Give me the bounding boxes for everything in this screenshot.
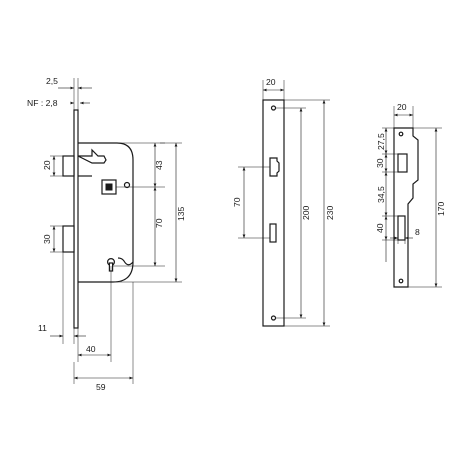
dim-faceplate-inner-length: 200 (276, 107, 311, 319)
dim-strike-depth: 8 (390, 227, 420, 244)
dim-handle-to-key: 70 (113, 187, 165, 267)
strike-plate: 20 27,5 30 34,5 40 8 (375, 102, 446, 288)
strike-plate-outline (393, 127, 419, 288)
dim-label-70-faceplate: 70 (232, 197, 242, 207)
dim-strike-stack: 27,5 30 34,5 40 (375, 127, 398, 262)
dim-label-70-body: 70 (154, 218, 164, 228)
lock-faceplate (73, 109, 79, 329)
keyhole (106, 257, 134, 272)
dim-label-20-strike: 20 (397, 102, 407, 112)
lock-body: 2,5 NF : 2,8 20 30 43 (27, 76, 186, 392)
strike-bolt-opening (397, 215, 406, 241)
faceplate-outline (262, 99, 285, 327)
dim-label-170: 170 (436, 201, 446, 216)
dim-nf: NF : 2,8 (27, 98, 90, 108)
dim-strike-total-length: 170 (408, 127, 446, 288)
dim-body-depth: 59 (73, 282, 134, 392)
dim-label-40-backset: 40 (86, 344, 96, 354)
dead-bolt (62, 225, 75, 253)
dim-label-11: 11 (38, 323, 47, 333)
dim-backset: 40 (77, 266, 112, 362)
dim-handle-offset: 43 (116, 142, 165, 188)
dim-bolt-height: 30 (42, 225, 63, 253)
dim-label-20-latch: 20 (42, 160, 52, 170)
dim-label-30-bolt: 30 (42, 234, 52, 244)
faceplate-latch-cutout (269, 157, 280, 177)
dim-faceplate-width: 20 (262, 77, 285, 100)
faceplate-bolt-cutout (269, 223, 277, 243)
dim-body-height: 135 (113, 142, 186, 283)
dim-label-59: 59 (96, 382, 106, 392)
faceplate: 20 70 200 230 (232, 77, 335, 327)
dim-label-30-strike: 30 (375, 158, 385, 168)
dim-latch-height: 20 (42, 155, 63, 177)
dim-label-27-5: 27,5 (376, 133, 386, 150)
dim-label-230: 230 (325, 205, 335, 220)
dim-label-34-5: 34,5 (376, 186, 386, 203)
latch-bolt (62, 148, 107, 177)
dim-label-200: 200 (301, 205, 311, 220)
lock-case (78, 142, 134, 283)
dim-faceplate-spacing: 70 (232, 166, 270, 239)
dim-label-40-strike: 40 (375, 223, 385, 233)
dim-label-2-5: 2,5 (46, 76, 58, 86)
dim-label-43: 43 (154, 160, 164, 170)
dim-label-nf: NF : 2,8 (27, 98, 58, 108)
strike-latch-opening (397, 153, 408, 173)
dim-face-offset: 11 (38, 252, 86, 344)
dim-label-8: 8 (415, 227, 420, 237)
dim-faceplate-total-length: 230 (284, 99, 335, 327)
dim-label-20-faceplate: 20 (266, 77, 276, 87)
dim-faceplate-thickness: 2,5 (46, 76, 92, 110)
dim-strike-width: 20 (393, 102, 414, 128)
dim-label-135: 135 (176, 206, 186, 221)
